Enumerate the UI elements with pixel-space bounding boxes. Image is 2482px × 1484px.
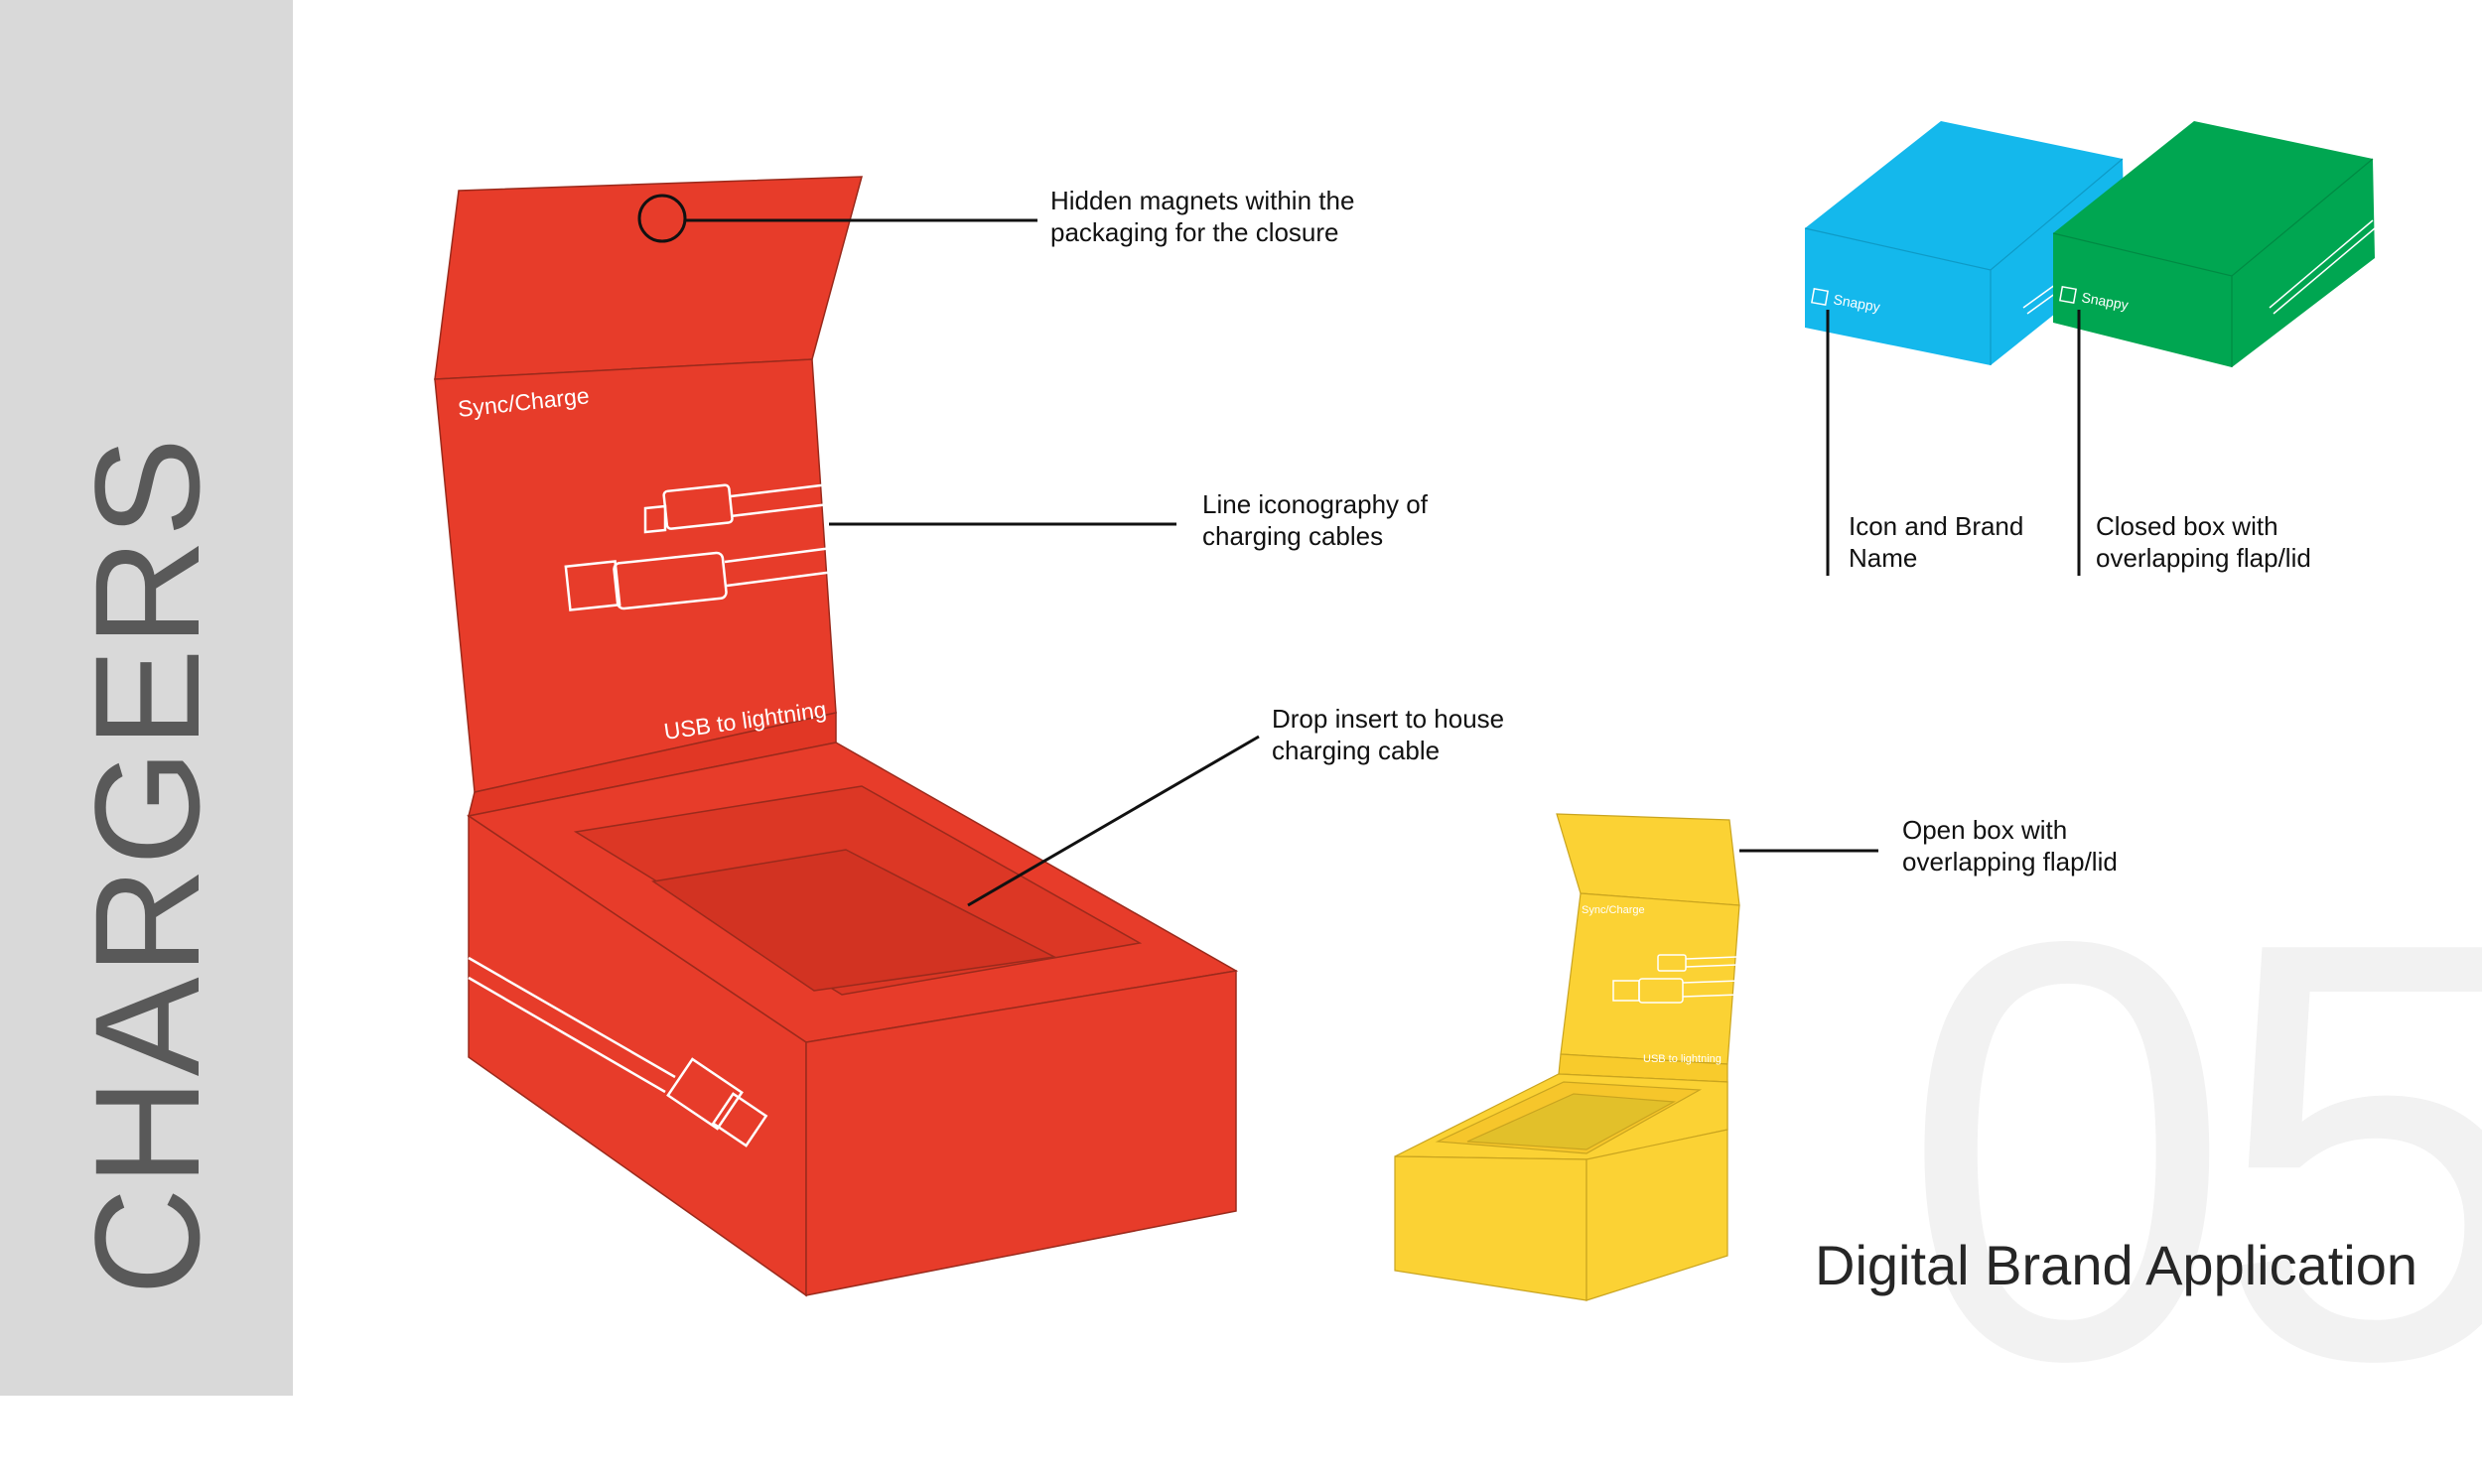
side-cable-line-icon xyxy=(468,956,768,1147)
yellow-cable-line-icons xyxy=(1612,954,1740,1004)
sidebar-title: CHARGERS xyxy=(64,436,230,1295)
green-closed-box xyxy=(2052,121,2375,367)
callout-iconography: Line iconography of charging cables xyxy=(1202,489,1428,551)
leader-lines xyxy=(685,218,2081,907)
sidebar-title-wrapper: CHARGERS xyxy=(64,436,230,1295)
cable-line-icons xyxy=(564,482,835,611)
leader-insert xyxy=(967,735,1260,907)
green-cable-icon xyxy=(2269,219,2376,315)
yellow-open-box xyxy=(1394,813,1740,1301)
green-brand-icon xyxy=(2059,286,2077,304)
callout-icon-brand: Icon and Brand Name xyxy=(1849,511,2024,573)
magnet-marker xyxy=(637,194,687,243)
callout-insert: Drop insert to house charging cable xyxy=(1272,704,1505,765)
callout-magnets: Hidden magnets within the packaging for … xyxy=(1050,186,1355,247)
yellow-lid-text-top: Sync/Charge xyxy=(1582,904,1645,916)
sidebar xyxy=(0,0,293,1396)
callout-open-box: Open box with overlapping flap/lid xyxy=(1902,815,2118,877)
yellow-lid-text-bottom: USB to lightning xyxy=(1643,1053,1722,1065)
blue-brand-icon xyxy=(1811,288,1829,306)
page-number: 05 xyxy=(1901,819,2482,1484)
packaging-illustration: Sync/Charge USB to lightning Sync/Charge… xyxy=(434,121,2376,1301)
footer-title: Digital Brand Application xyxy=(1815,1234,2418,1296)
red-open-box xyxy=(434,176,1239,1297)
callout-closed-box: Closed box with overlapping flap/lid xyxy=(2096,511,2311,573)
